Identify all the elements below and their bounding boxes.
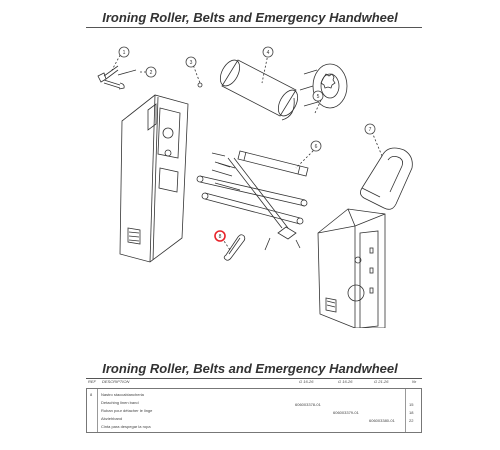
- qty-2: 18: [409, 410, 414, 415]
- description-fr: Ruban pour détacher le linge: [101, 408, 153, 413]
- callout-5-label: 5: [317, 94, 320, 100]
- description-de: Abziehband: [101, 416, 123, 421]
- left-side-frame: [119, 94, 189, 263]
- code-g3: 606003380-01: [369, 418, 395, 423]
- callout-6: 6: [310, 140, 322, 152]
- col-g1: G 16-26: [299, 379, 314, 384]
- description-en: Detaching linen band: [101, 400, 139, 405]
- col-nr: Nr: [412, 379, 417, 384]
- callout-2-label: 2: [150, 70, 153, 76]
- parts-table: REF DESCRIPTION G 16-26 G 16-26 G 21-26 …: [86, 377, 422, 433]
- code-g2: 606003379-01: [333, 410, 359, 415]
- qty-1: 15: [409, 402, 414, 407]
- belts-rollers-assembly: [196, 150, 309, 251]
- callout-8-label: 8: [219, 234, 222, 240]
- callout-8-highlighted: 8: [214, 230, 226, 242]
- leader-7: [371, 131, 383, 157]
- col-ref: REF: [88, 379, 96, 384]
- callout-7: 7: [364, 123, 376, 135]
- row-ref: 8: [90, 392, 93, 397]
- callout-3-label: 3: [190, 60, 193, 66]
- callout-4: 4: [262, 46, 274, 58]
- col-g2: G 16-26: [338, 379, 353, 384]
- description-es: Cinta para despegar la ropa: [101, 424, 151, 429]
- callout-1-label: 1: [123, 50, 126, 56]
- parts-table-title: Ironing Roller, Belts and Emergency Hand…: [102, 361, 398, 376]
- leader-6: [295, 147, 317, 169]
- callout-3: 3: [185, 56, 197, 68]
- shaft-pin: [117, 69, 137, 76]
- parts-table-header: REF DESCRIPTION G 16-26 G 16-26 G 21-26 …: [86, 377, 422, 385]
- parts-table-rule: [86, 378, 422, 379]
- title-underline: [86, 27, 422, 28]
- exploded-view-diagram: 1 2 3 4 5 6 7 8: [0, 28, 500, 328]
- handwheel-crank: [97, 65, 125, 90]
- emergency-handwheel-handle: [360, 147, 413, 210]
- description-it: Nastro staccabiancheria: [101, 392, 144, 397]
- callout-1: 1: [118, 46, 130, 58]
- col-g3: G 21-26: [374, 379, 389, 384]
- callout-4-label: 4: [267, 50, 270, 56]
- qty-3: 22: [409, 418, 414, 423]
- callout-7-label: 7: [369, 127, 372, 133]
- callout-5: 5: [312, 90, 324, 102]
- col-description: DESCRIPTION: [102, 379, 130, 384]
- nut: [197, 82, 203, 88]
- leader-8: [221, 237, 231, 251]
- roller-flange: [299, 63, 348, 109]
- table-row: 8 Nastro staccabiancheria Detaching line…: [86, 388, 422, 433]
- code-g1: 606003378-01: [295, 402, 321, 407]
- leader-4: [261, 53, 269, 84]
- page-title: Ironing Roller, Belts and Emergency Hand…: [102, 10, 398, 25]
- right-side-frame: [317, 208, 386, 328]
- callout-2: 2: [145, 66, 157, 78]
- callout-6-label: 6: [315, 144, 318, 150]
- detaching-linen-band: [223, 234, 246, 261]
- ironing-roller: [219, 59, 299, 121]
